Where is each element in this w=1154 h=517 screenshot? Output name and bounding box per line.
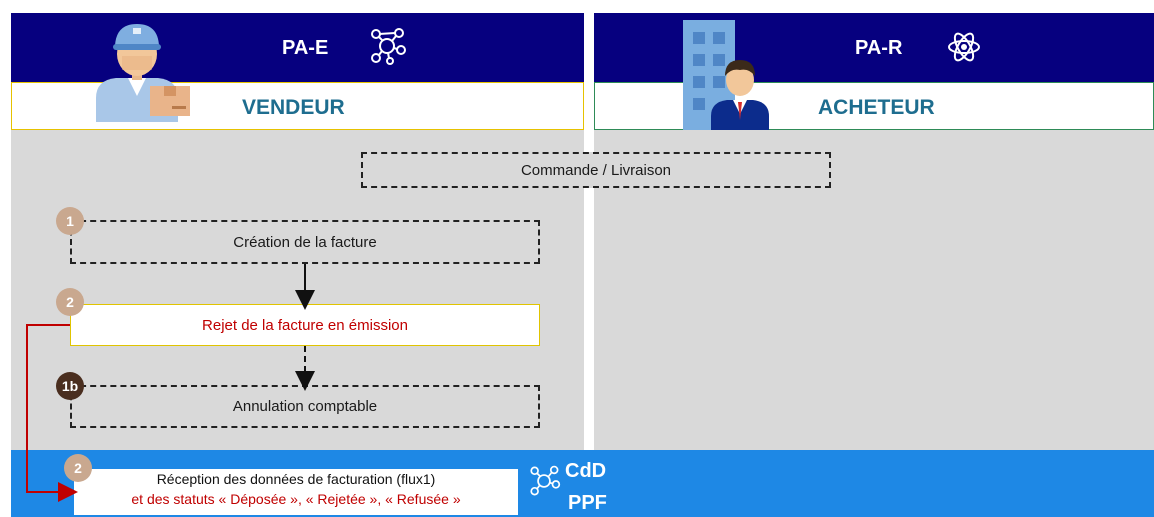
ppf-label-ppf: PPF bbox=[568, 492, 607, 514]
accounting-cancellation-box: Annulation comptable bbox=[70, 385, 540, 428]
invoice-rejection-label: Rejet de la facture en émission bbox=[202, 316, 408, 334]
ppf-network-icon bbox=[526, 464, 562, 498]
step-badge-rejection: 2 bbox=[56, 288, 84, 316]
delivery-person-icon bbox=[86, 16, 196, 122]
atom-icon bbox=[947, 31, 981, 63]
ppf-label-cdd: CdD bbox=[565, 460, 607, 482]
seller-header bbox=[11, 13, 584, 82]
invoice-creation-label: Création de la facture bbox=[233, 233, 377, 251]
seller-role-label: VENDEUR bbox=[242, 96, 345, 119]
step-badge-ppf: 2 bbox=[64, 454, 92, 482]
buyer-title: PA-R bbox=[855, 37, 903, 59]
step-badge-creation: 1 bbox=[56, 207, 84, 235]
ppf-reception-line1: Réception des données de facturation (fl… bbox=[156, 471, 436, 487]
invoice-creation-box: Création de la facture bbox=[70, 220, 540, 264]
invoice-rejection-box: Rejet de la facture en émission bbox=[70, 304, 540, 346]
order-delivery-label: Commande / Livraison bbox=[520, 161, 672, 179]
ppf-reception-line2: et des statuts « Déposée », « Rejetée »,… bbox=[131, 491, 461, 507]
accounting-cancellation-label: Annulation comptable bbox=[232, 398, 378, 415]
seller-title: PA-E bbox=[282, 37, 329, 59]
order-delivery-box: Commande / Livraison bbox=[361, 152, 831, 188]
buyer-role-label: ACHETEUR bbox=[818, 96, 935, 119]
network-icon bbox=[366, 26, 408, 66]
step-badge-cancellation: 1b bbox=[56, 372, 84, 400]
ppf-reception-box: Réception des données de facturation (fl… bbox=[74, 469, 518, 515]
buyer-building-icon bbox=[683, 20, 773, 130]
